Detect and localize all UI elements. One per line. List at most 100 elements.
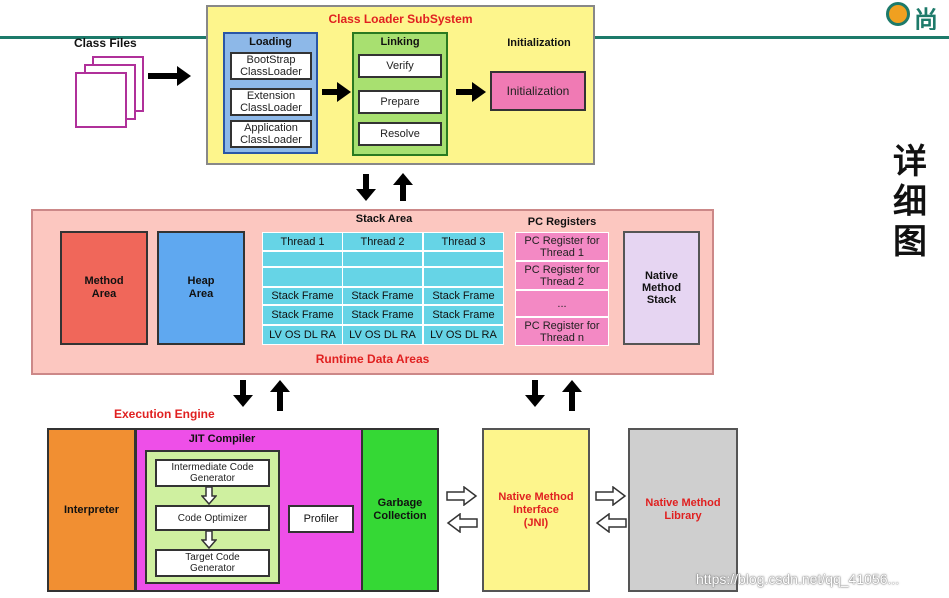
frame-locals: LV OS DL RA [342,325,423,345]
arrow-right-icon [177,66,191,86]
thread-header: Thread 1 [262,232,343,251]
initialization-title: Initialization [507,37,571,49]
box-label: PC Register for [524,263,600,276]
box-label: Profiler [303,513,339,525]
arrow-down-icon [233,395,253,407]
runtime-data-areas-title: Runtime Data Areas [315,352,430,366]
stack-cell [262,251,343,267]
box-label: ClassLoader [240,134,302,146]
box-label: Interface [513,503,559,516]
box-label: Native [644,270,679,282]
class-file-icon [75,72,127,128]
box-label: Application [244,122,298,134]
box-label: Resolve [380,128,420,140]
box-label: BootStrap [246,54,296,66]
code-optimizer: Code Optimizer [155,505,270,531]
box-label: Native Method [498,490,574,503]
stack-frame: Stack Frame [262,287,343,305]
box-label: Method [641,282,682,294]
arrow-up-icon [393,173,413,185]
box-label: Library [664,510,702,522]
loading-title: Loading [249,36,292,48]
heap-area: Heap Area [157,231,245,345]
side-title-char: 详 [893,142,927,182]
box-label: Area [188,288,214,300]
logo-text: 尚 [914,6,938,30]
box-label: Stack [646,294,677,306]
hollow-arrow-right-icon [595,486,627,506]
resolve-box: Resolve [358,122,442,146]
pc-register-cell: PC Register for Thread 1 [515,232,609,261]
native-method-interface: Native Method Interface (JNI) [482,428,590,592]
stack-frame: Stack Frame [423,305,504,325]
execution-engine-title: Execution Engine [114,407,215,421]
intermediate-code-generator: Intermediate Code Generator [155,459,270,487]
box-label: ClassLoader [240,102,302,114]
hollow-arrow-down-icon [201,487,217,505]
stack-frame: Stack Frame [342,305,423,325]
box-label: ClassLoader [240,66,302,78]
logo-disc-icon [886,2,910,26]
box-label: Generator [189,473,236,484]
frame-locals: LV OS DL RA [262,325,343,345]
class-loader-title: Class Loader SubSystem [328,12,473,26]
initialization-box: Initialization [490,71,586,111]
bootstrap-classloader-box: BootStrap ClassLoader [230,52,312,80]
hollow-arrow-left-icon [595,513,627,533]
jit-compiler-title: JIT Compiler [188,433,256,445]
pc-register-ellipsis: ... [515,290,609,317]
box-label: Initialization [506,84,570,98]
stack-cell [423,267,504,287]
box-label: Area [91,288,117,300]
arrow-up-icon [562,380,582,392]
box-label: Target Code [185,552,240,563]
pc-registers-title: PC Registers [527,216,597,228]
native-method-library: Native Method Library [628,428,738,592]
box-label: Thread n [539,331,585,344]
box-label: Generator [189,563,236,574]
stack-cell [342,251,423,267]
arrow-up-icon [569,391,575,411]
stack-frame: Stack Frame [342,287,423,305]
stack-cell [342,267,423,287]
class-files-label: Class Files [74,36,137,50]
watermark: https://blog.csdn.net/qq_41056... [696,571,900,587]
arrow-up-icon [270,380,290,392]
box-label: Garbage [377,497,423,509]
garbage-collection: Garbage Collection [361,428,439,592]
hollow-arrow-down-icon [201,531,217,549]
arrow-down-icon [532,380,538,396]
box-label: Interpreter [63,504,120,516]
thread-header: Thread 3 [423,232,504,251]
stack-cell [423,251,504,267]
hollow-arrow-right-icon [446,486,478,506]
arrow-right-icon [337,82,351,102]
arrow-right-icon [472,82,486,102]
stack-cell [262,267,343,287]
box-label: Intermediate Code [171,462,254,473]
method-area: Method Area [60,231,148,345]
box-label: Thread 2 [539,275,585,288]
arrow-up-icon [277,391,283,411]
brand-logo: 尚 [886,0,949,30]
arrow-right-icon [148,73,178,79]
arrow-up-icon [400,184,406,201]
application-classloader-box: Application ClassLoader [230,120,312,148]
verify-box: Verify [358,54,442,78]
target-code-generator: Target Code Generator [155,549,270,577]
box-label: Extension [246,90,296,102]
stack-area-title: Stack Area [355,213,413,225]
arrow-right-icon [456,89,474,95]
side-title-char: 图 [893,222,927,262]
pc-register-cell: PC Register for Thread n [515,317,609,346]
box-label: Thread 1 [539,246,585,259]
frame-locals: LV OS DL RA [423,325,504,345]
box-label: PC Register for [524,234,600,247]
arrow-down-icon [356,189,376,201]
side-title: 详 细 图 [893,142,939,262]
native-method-stack: Native Method Stack [623,231,700,345]
arrow-down-icon [525,395,545,407]
box-label: Prepare [380,96,420,108]
box-label: ... [557,297,567,310]
side-title-char: 细 [893,182,927,222]
